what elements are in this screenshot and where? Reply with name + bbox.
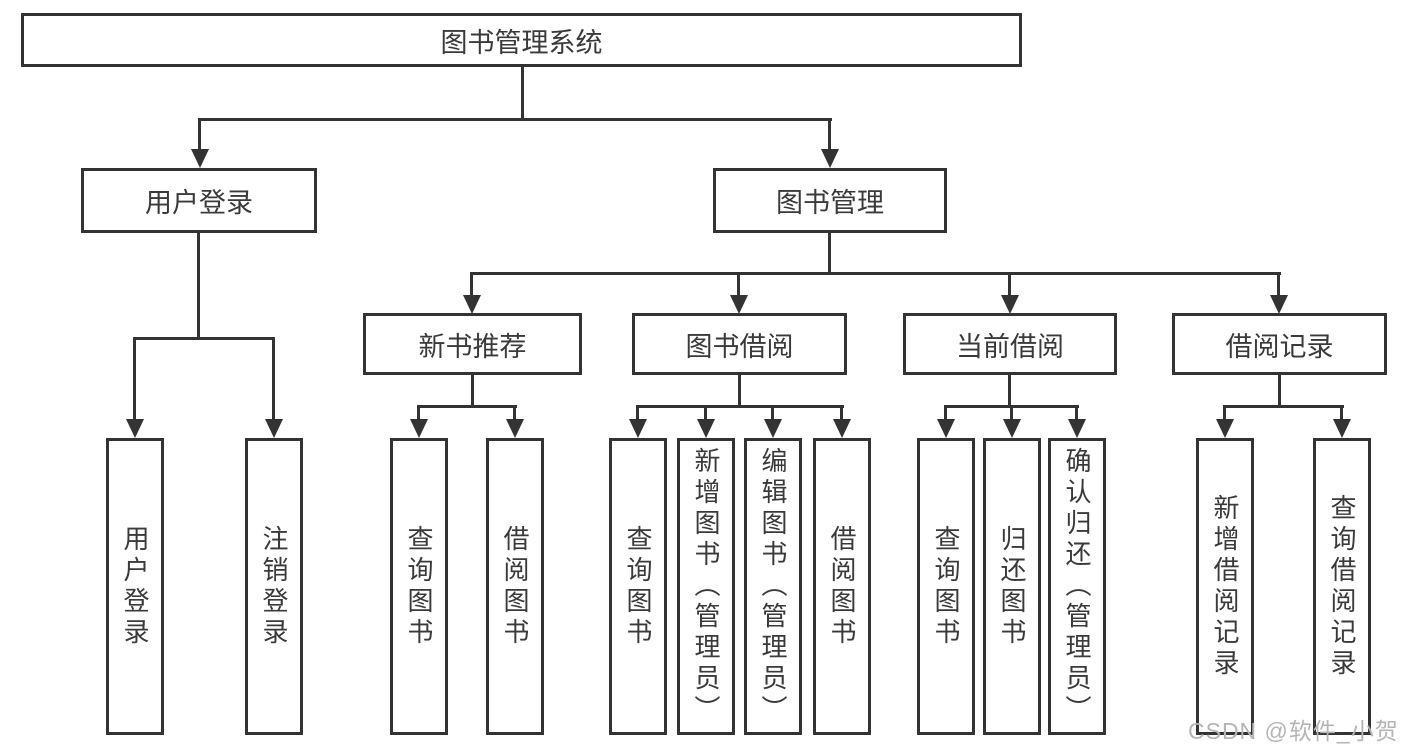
- connector-group-stem: [471, 375, 474, 405]
- arrow-down-icon: [937, 419, 955, 438]
- node-label: 查询借阅记录: [1327, 493, 1357, 680]
- node-leaf-query-books-1: 查询图书: [390, 438, 448, 735]
- connector-book-mgmt-bar: [470, 272, 1281, 275]
- node-label: 用户登录: [145, 188, 253, 218]
- node-label: 借阅图书: [827, 524, 857, 649]
- arrow-down-icon: [1001, 295, 1019, 314]
- connector-leaf-stub: [417, 408, 420, 419]
- connector-leaf-stub: [513, 408, 516, 419]
- node-label: 借阅记录: [1225, 331, 1334, 362]
- node-label: 查询图书: [404, 524, 434, 649]
- connector-group-bar: [417, 405, 517, 408]
- node-label: 当前借阅: [956, 331, 1064, 362]
- connector-leaf-stub: [133, 340, 136, 419]
- connector-leaf-stub: [1223, 408, 1226, 419]
- connector-book-mgmt-stem: [828, 233, 831, 272]
- connector-group-bar: [1223, 405, 1344, 408]
- node-new-book-recommend: 新书推荐: [363, 313, 582, 375]
- node-label: 新增借阅记录: [1210, 493, 1240, 680]
- arrow-down-icon: [191, 149, 209, 168]
- connector-group-stem: [738, 375, 741, 405]
- connector-user-login-stub: [198, 121, 201, 149]
- arrow-down-icon: [463, 295, 481, 314]
- connector-leaf-stub: [704, 408, 707, 419]
- watermark: CSDN @软件_小贺同学: [1188, 718, 1399, 744]
- arrow-down-icon: [410, 419, 428, 438]
- node-leaf-user-login: 用户登录: [106, 438, 164, 735]
- connector-leaf-stub: [944, 408, 947, 419]
- node-label: 借阅图书: [500, 524, 530, 649]
- node-label: 编辑图书（管理员）: [758, 447, 788, 726]
- arrow-down-icon: [1270, 295, 1288, 314]
- node-leaf-borrow-books-1: 借阅图书: [486, 438, 544, 735]
- connector-leaf-stub: [840, 408, 843, 419]
- connector-group-bar: [944, 405, 1079, 408]
- node-user-login: 用户登录: [81, 168, 317, 233]
- arrow-down-icon: [730, 295, 748, 314]
- node-borrowing-records: 借阅记录: [1172, 313, 1387, 375]
- node-label: 新增图书（管理员）: [691, 447, 721, 726]
- connector-module-stub: [1277, 275, 1280, 295]
- connector-module-stub: [1008, 275, 1011, 295]
- connector-root-stem: [521, 67, 524, 118]
- node-leaf-query-books-2: 查询图书: [609, 438, 667, 735]
- node-label: 用户登录: [120, 524, 150, 649]
- connector-group-stem: [1008, 375, 1011, 405]
- arrow-down-icon: [126, 419, 144, 438]
- node-leaf-add-borrow-record: 新增借阅记录: [1196, 438, 1254, 735]
- connector-leaf-stub: [272, 340, 275, 419]
- node-leaf-query-books-3: 查询图书: [917, 438, 975, 735]
- arrow-down-icon: [1068, 419, 1086, 438]
- node-leaf-confirm-return-admin: 确认归还（管理员）: [1048, 438, 1106, 735]
- node-label: 新书推荐: [418, 331, 527, 362]
- node-label: 确认归还（管理员）: [1062, 447, 1092, 726]
- node-book-borrowing: 图书借阅: [632, 313, 847, 375]
- connector-leaf-stub: [1010, 408, 1013, 419]
- node-current-borrowing: 当前借阅: [903, 313, 1117, 375]
- node-label: 图书借阅: [685, 331, 794, 362]
- arrow-down-icon: [265, 419, 283, 438]
- node-leaf-query-borrow-record: 查询借阅记录: [1313, 438, 1371, 735]
- arrow-down-icon: [1216, 419, 1234, 438]
- connector-user-login-bar: [133, 337, 275, 340]
- arrow-down-icon: [833, 419, 851, 438]
- connector-group-stem: [1278, 375, 1281, 405]
- arrow-down-icon: [764, 419, 782, 438]
- node-label: 查询图书: [623, 524, 653, 649]
- arrow-down-icon: [506, 419, 524, 438]
- arrow-down-icon: [697, 419, 715, 438]
- node-label: 图书管理: [776, 188, 884, 218]
- arrow-down-icon: [821, 149, 839, 168]
- connector-leaf-stub: [1075, 408, 1078, 419]
- node-leaf-edit-book-admin: 编辑图书（管理员）: [744, 438, 802, 735]
- node-label: 注销登录: [259, 524, 289, 649]
- node-leaf-add-book-admin: 新增图书（管理员）: [677, 438, 735, 735]
- connector-leaf-stub: [771, 408, 774, 419]
- node-label: 图书管理系统: [440, 27, 603, 58]
- node-leaf-borrow-books-2: 借阅图书: [813, 438, 871, 735]
- arrow-down-icon: [1003, 419, 1021, 438]
- node-leaf-return-book: 归还图书: [983, 438, 1041, 735]
- node-book-management: 图书管理: [713, 168, 947, 233]
- node-label: 查询图书: [931, 524, 961, 649]
- connector-module-stub: [470, 275, 473, 295]
- arrow-down-icon: [1333, 419, 1351, 438]
- connector-user-login-stem: [197, 233, 200, 337]
- connector-book-mgmt-stub: [828, 121, 831, 149]
- connector-root-bar: [198, 118, 832, 121]
- arrow-down-icon: [629, 419, 647, 438]
- connector-leaf-stub: [1340, 408, 1343, 419]
- connector-group-bar: [636, 405, 844, 408]
- connector-module-stub: [737, 275, 740, 295]
- connector-leaf-stub: [636, 408, 639, 419]
- node-label: 归还图书: [997, 524, 1027, 649]
- node-library-management-system: 图书管理系统: [21, 13, 1022, 67]
- node-leaf-logout: 注销登录: [245, 438, 303, 735]
